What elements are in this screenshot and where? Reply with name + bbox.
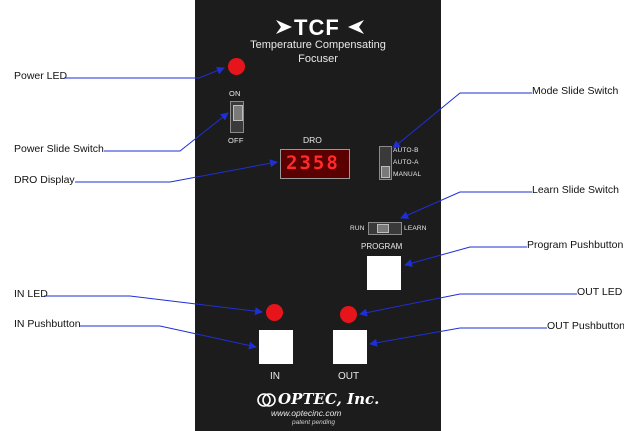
callout-in-led: IN LED bbox=[14, 288, 48, 300]
callout-power-switch: Power Slide Switch bbox=[14, 143, 104, 155]
callout-mode-switch: Mode Slide Switch bbox=[532, 85, 619, 97]
in-pushbutton[interactable] bbox=[259, 330, 293, 364]
callout-in-button: IN Pushbutton bbox=[14, 318, 81, 330]
patent-pending: patent pending bbox=[292, 419, 336, 426]
brand-name: OPTEC, Inc. bbox=[278, 390, 380, 408]
power-on-label: ON bbox=[229, 89, 241, 98]
logo-text: TCF bbox=[294, 15, 340, 40]
mode-slide-switch[interactable] bbox=[379, 146, 392, 180]
subtitle-line1: Temperature Compensating bbox=[250, 39, 386, 51]
learn-run-label: RUN bbox=[350, 225, 365, 232]
dro-display: 2358 bbox=[280, 149, 350, 179]
website: www.optecinc.com bbox=[271, 408, 342, 418]
learn-slide-switch[interactable] bbox=[368, 222, 402, 235]
power-slide-switch[interactable] bbox=[230, 101, 244, 133]
power-off-label: OFF bbox=[228, 136, 244, 145]
power-switch-knob[interactable] bbox=[233, 105, 243, 121]
mode-switch-knob[interactable] bbox=[381, 166, 390, 178]
mode-option-auto-b: AUTO-B bbox=[393, 147, 419, 154]
dro-value: 2358 bbox=[286, 152, 340, 174]
optec-logo: OPTEC, Inc. bbox=[256, 390, 386, 410]
callout-power-led: Power LED bbox=[14, 70, 68, 82]
callout-dro-display: DRO Display bbox=[14, 174, 75, 186]
learn-learn-label: LEARN bbox=[404, 225, 427, 232]
dro-label: DRO bbox=[303, 135, 322, 145]
out-led bbox=[340, 306, 357, 323]
program-label: PROGRAM bbox=[361, 242, 403, 251]
callout-out-button: OUT Pushbutton bbox=[547, 320, 624, 332]
callout-program-button: Program Pushbutton bbox=[527, 239, 624, 251]
tcf-logo-arrows-icon bbox=[276, 20, 364, 34]
callout-out-led: OUT LED bbox=[577, 286, 623, 298]
mode-option-auto-a: AUTO-A bbox=[393, 159, 419, 166]
optec-rings-icon bbox=[257, 393, 276, 407]
in-led bbox=[266, 304, 283, 321]
in-label: IN bbox=[270, 371, 280, 382]
learn-switch-knob[interactable] bbox=[377, 224, 389, 233]
power-led bbox=[228, 58, 245, 75]
tcf-logo: TCF bbox=[272, 14, 368, 40]
program-pushbutton[interactable] bbox=[367, 256, 401, 290]
subtitle-line2: Focuser bbox=[298, 53, 338, 65]
out-pushbutton[interactable] bbox=[333, 330, 367, 364]
callout-learn-switch: Learn Slide Switch bbox=[532, 184, 619, 196]
out-label: OUT bbox=[338, 371, 360, 382]
mode-option-manual: MANUAL bbox=[393, 171, 422, 178]
